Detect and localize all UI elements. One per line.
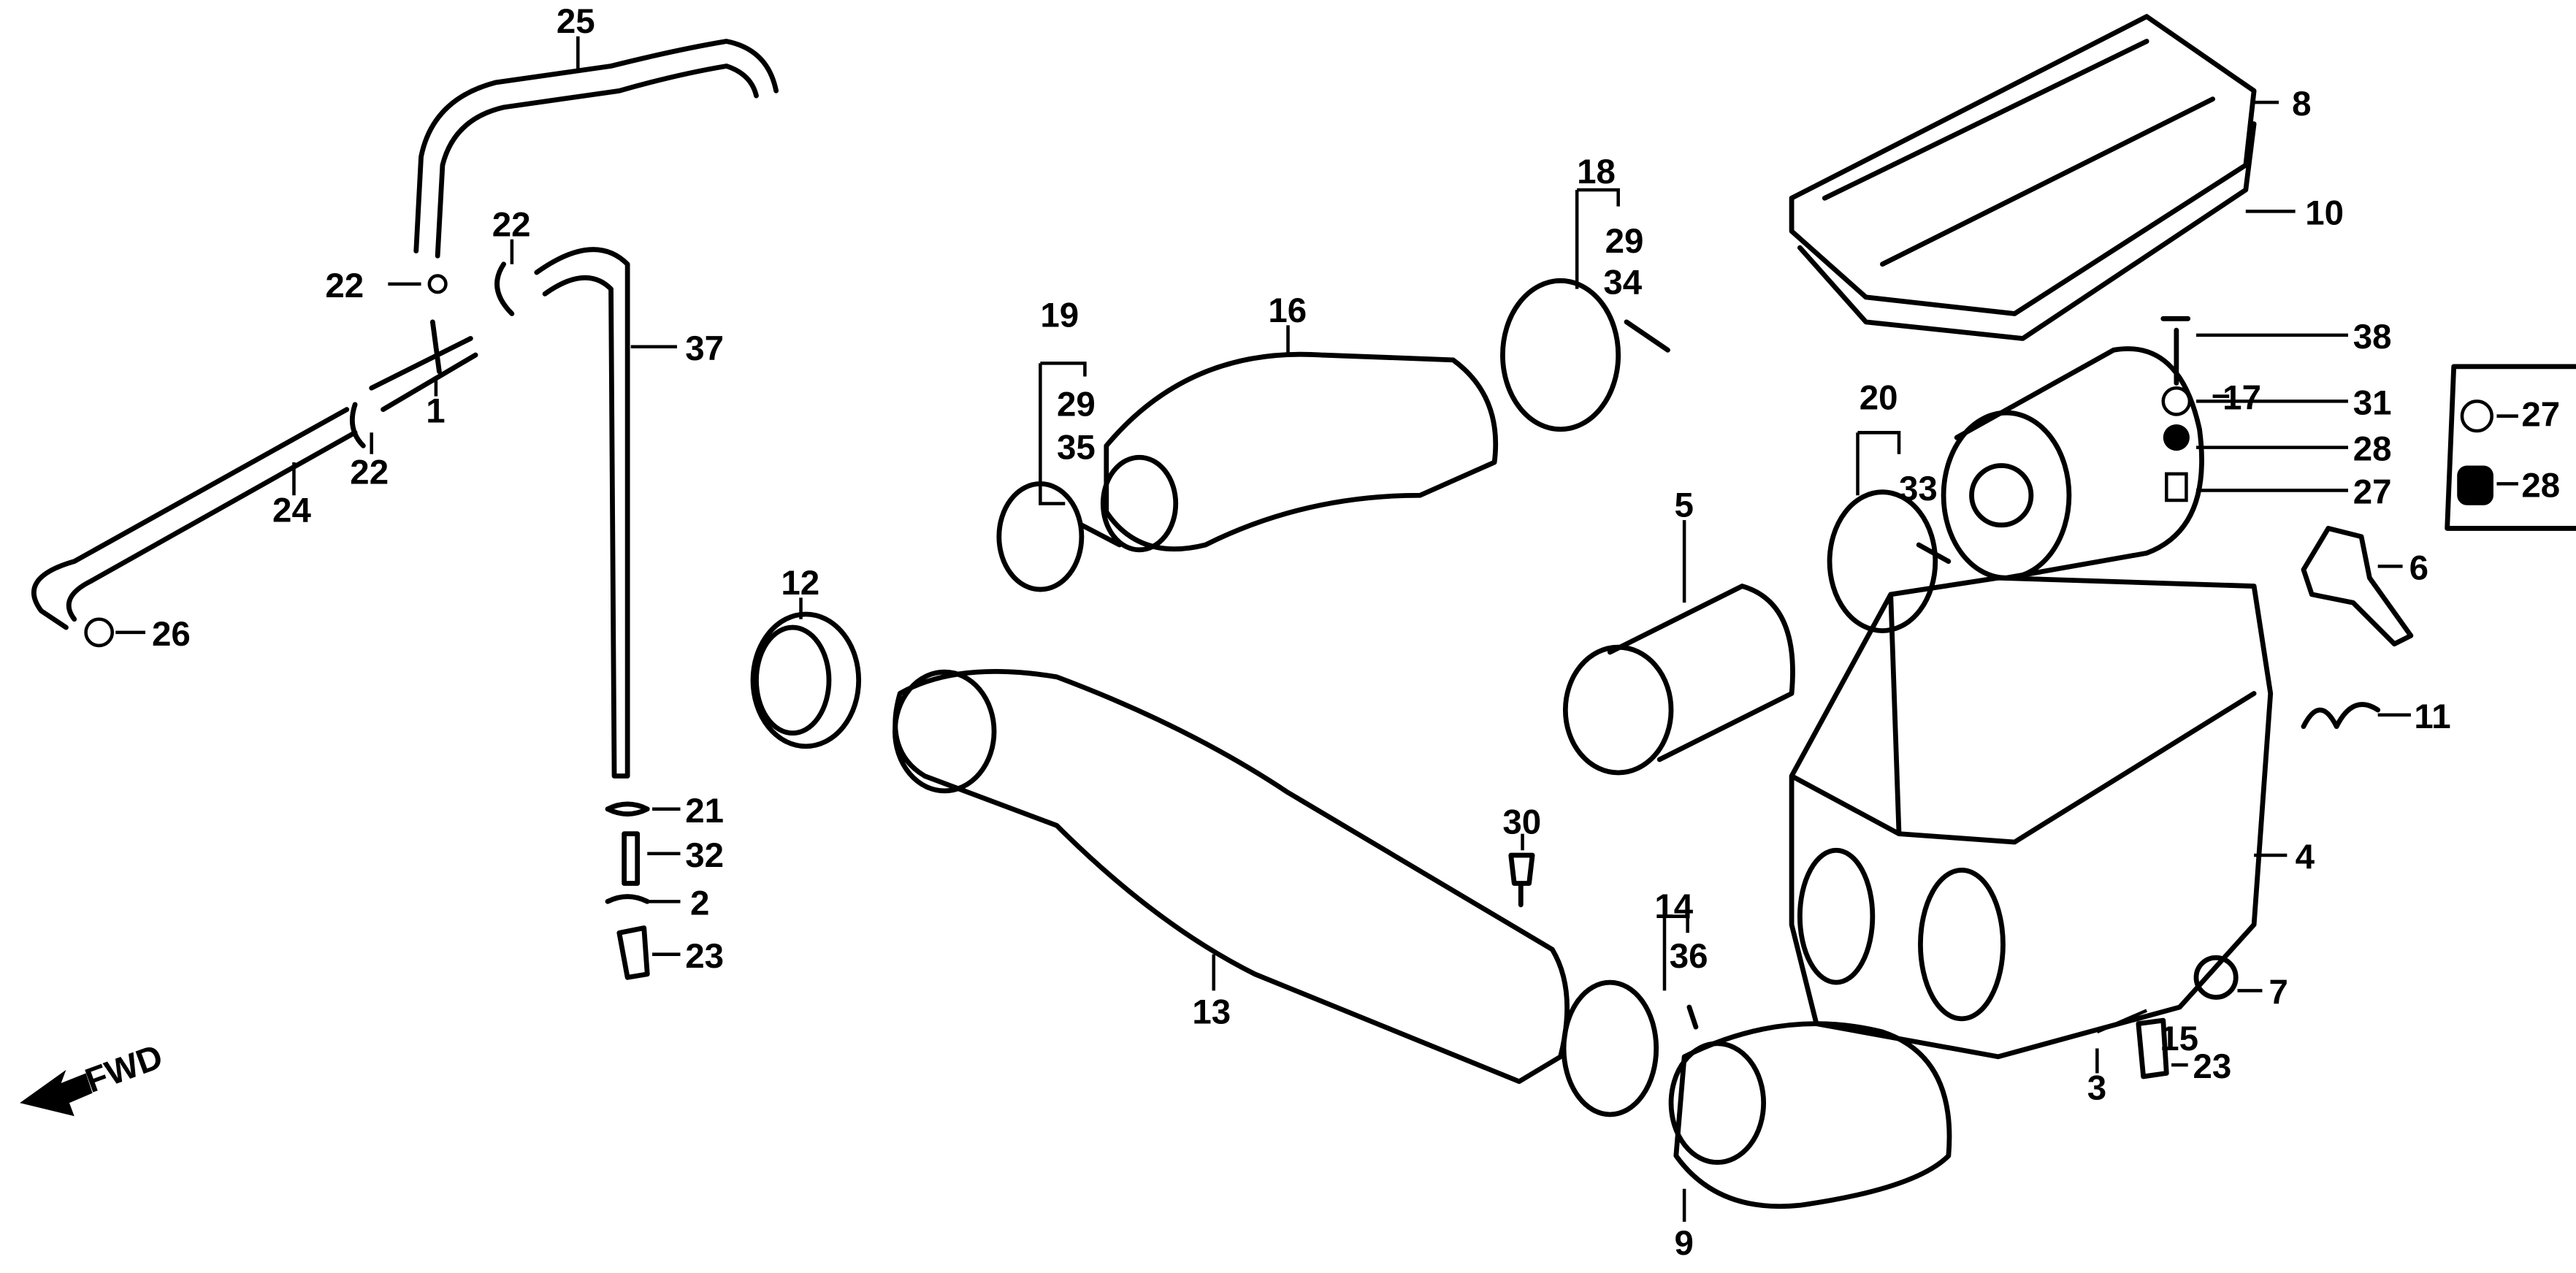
callout-23: 23 [685,937,724,976]
callout-38: 38 [2353,318,2392,356]
cover-8 [1789,14,2257,316]
callout-34: 34 [1603,263,1642,302]
boot-16-mouth [1100,454,1179,553]
filter-17 [1954,346,2204,581]
clip-22 [427,274,448,294]
hose-24 [31,407,358,630]
callout-4: 4 [2296,838,2315,876]
callout-19: 19 [1040,297,1079,335]
ring-12-inner [754,624,832,736]
callout-23: 23 [2193,1047,2231,1086]
case-4 [1789,575,2274,1060]
callout-20: 20 [1860,379,1898,418]
callout-29: 29 [1057,386,1096,424]
clip-26 [84,617,115,648]
callout-3: 3 [2087,1069,2106,1108]
callout-29: 29 [1605,222,1644,261]
filter-17-face [1941,410,2072,581]
drain-15-23 [2136,1017,2169,1079]
callout-6: 6 [2409,549,2428,588]
callout-25: 25 [557,2,595,41]
callout-10: 10 [2305,194,2344,232]
callout-9: 9 [1675,1224,1694,1263]
callout-32: 32 [685,836,724,875]
clip-22 [349,261,515,448]
bracket-box [2445,364,2576,531]
duct-13-mouth [893,669,997,794]
callout-7: 7 [2269,974,2288,1012]
callout-33: 33 [1899,470,1938,508]
callout-37: 37 [685,329,724,368]
grommet-28 [2163,424,2190,451]
screw [1079,319,1952,1030]
hose-37 [534,247,630,779]
joint-1 [369,319,478,413]
callout-8: 8 [2292,85,2311,123]
case-4-port2 [1918,867,2006,1022]
callout-17: 17 [2223,379,2261,418]
boot-9-mouth [1668,1041,1767,1165]
gasket-10 [1797,121,2257,341]
callout-12: 12 [781,564,819,603]
callout-28: 28 [2353,430,2392,469]
callout-27: 27 [2353,473,2392,512]
callout-11: 11 [2414,697,2450,736]
callout-24: 24 [272,491,311,530]
callout-27: 27 [2521,395,2560,434]
grommet-28-alt [2457,465,2493,505]
fwd-arrow-icon [20,1069,93,1117]
ring-12 [750,611,862,749]
callout-21: 21 [685,792,724,830]
washer-31 [2161,386,2192,416]
callout-18: 18 [1577,153,1616,191]
callout-22: 22 [350,453,389,492]
tube-5 [1607,584,1795,762]
boot-9 [1673,1021,1952,1209]
callout-5: 5 [1675,486,1694,525]
fastener-30 [1508,852,1535,908]
callout-13: 13 [1192,993,1231,1032]
leader-lines [115,36,2518,1222]
callout-22: 22 [325,267,364,305]
callout-28: 28 [2521,466,2560,505]
clip-11 [2301,702,2381,730]
parts-21-32-2-23 [605,801,650,980]
collar-27-alt [2460,400,2493,433]
callout-30: 30 [1502,803,1541,842]
callout-31: 31 [2353,383,2392,422]
callout-14: 14 [1654,887,1693,926]
callout-2: 2 [690,884,709,922]
case-4-port [1797,847,1876,985]
boot-16 [1104,351,1499,552]
clamp-14 [1561,979,1659,1117]
callout-1: 1 [426,392,445,431]
callout-22: 22 [492,205,531,244]
callout-15: 15 [2160,1020,2198,1058]
collar-27 [2165,472,2188,502]
bolt-38 [2160,316,2191,386]
callout-16: 16 [1268,291,1307,330]
hose-25 [413,39,779,259]
cap-7 [2193,955,2239,1000]
clamp-20 [1827,489,1938,633]
callout-35: 35 [1057,428,1096,467]
callout-36: 36 [1670,937,1708,976]
filter-17-core [1969,463,2034,528]
fwd-label: FWD [80,1037,168,1101]
clamp-18 [1500,278,1621,432]
bracket-6 [2301,526,2414,647]
tube-5-mouth [1562,644,1674,776]
callout-26: 26 [152,615,191,654]
duct-13 [893,668,1570,1085]
